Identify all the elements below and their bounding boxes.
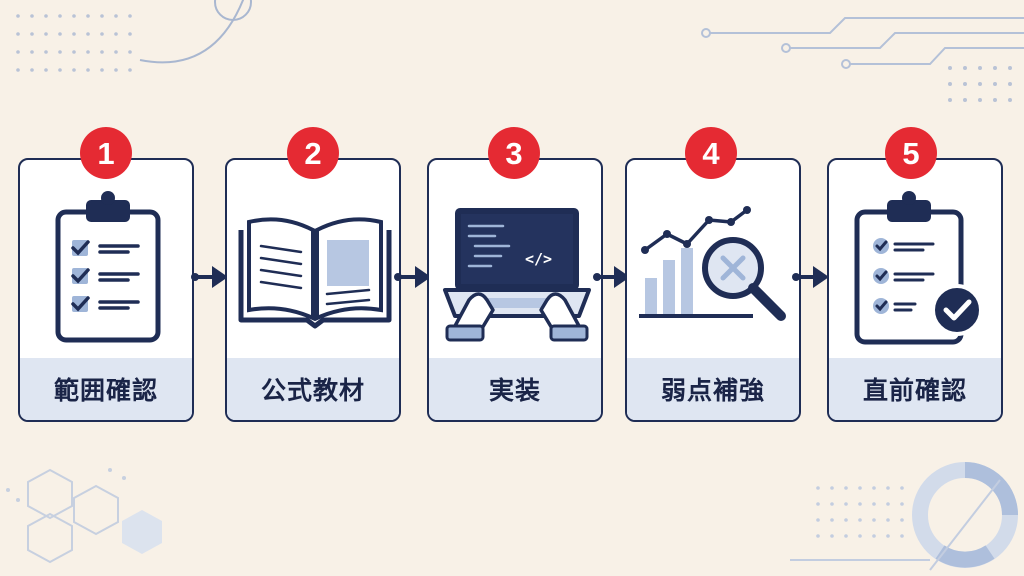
step-2-number-badge: 2 [287, 127, 339, 179]
svg-text:</>: </> [525, 250, 552, 268]
step-arrow-4-5 [792, 266, 829, 288]
step-3-card: </> 実装 [427, 158, 603, 422]
step-2-card: 公式教材 [225, 158, 401, 422]
step-arrow-2-3 [394, 266, 431, 288]
step-4-label: 弱点補強 [660, 376, 765, 405]
step-5-label: 直前確認 [862, 376, 967, 405]
step-5-label-band: 直前確認 [829, 358, 1001, 420]
step-3-label-band: 実装 [429, 358, 601, 420]
step-3-number: 3 [505, 135, 523, 171]
step-3-label: 実装 [488, 376, 541, 405]
clipboard-checklist-icon [55, 191, 161, 343]
clipboard-check-badge-icon [854, 191, 983, 345]
step-3-number-badge: 3 [488, 127, 540, 179]
open-book-icon [238, 217, 392, 329]
chart-magnifier-icon [639, 206, 786, 321]
step-2-label: 公式教材 [260, 376, 365, 405]
step-2-number: 2 [304, 135, 322, 171]
step-4-number: 4 [702, 135, 720, 171]
step-1-label-band: 範囲確認 [20, 358, 192, 420]
step-1-label: 範囲確認 [53, 376, 158, 405]
step-arrow-1-2 [191, 266, 228, 288]
step-2-label-band: 公式教材 [227, 358, 399, 420]
step-5-card: 直前確認 [827, 158, 1003, 422]
step-arrow-3-4 [593, 266, 630, 288]
step-4-label-band: 弱点補強 [627, 358, 799, 420]
step-1-card: 範囲確認 [18, 158, 194, 422]
step-1-number: 1 [97, 135, 115, 171]
step-5-number-badge: 5 [885, 127, 937, 179]
step-5-number: 5 [902, 135, 920, 171]
laptop-coding-icon: </> [443, 208, 591, 342]
step-4-number-badge: 4 [685, 127, 737, 179]
step-1-number-badge: 1 [80, 127, 132, 179]
step-4-card: 弱点補強 [625, 158, 801, 422]
